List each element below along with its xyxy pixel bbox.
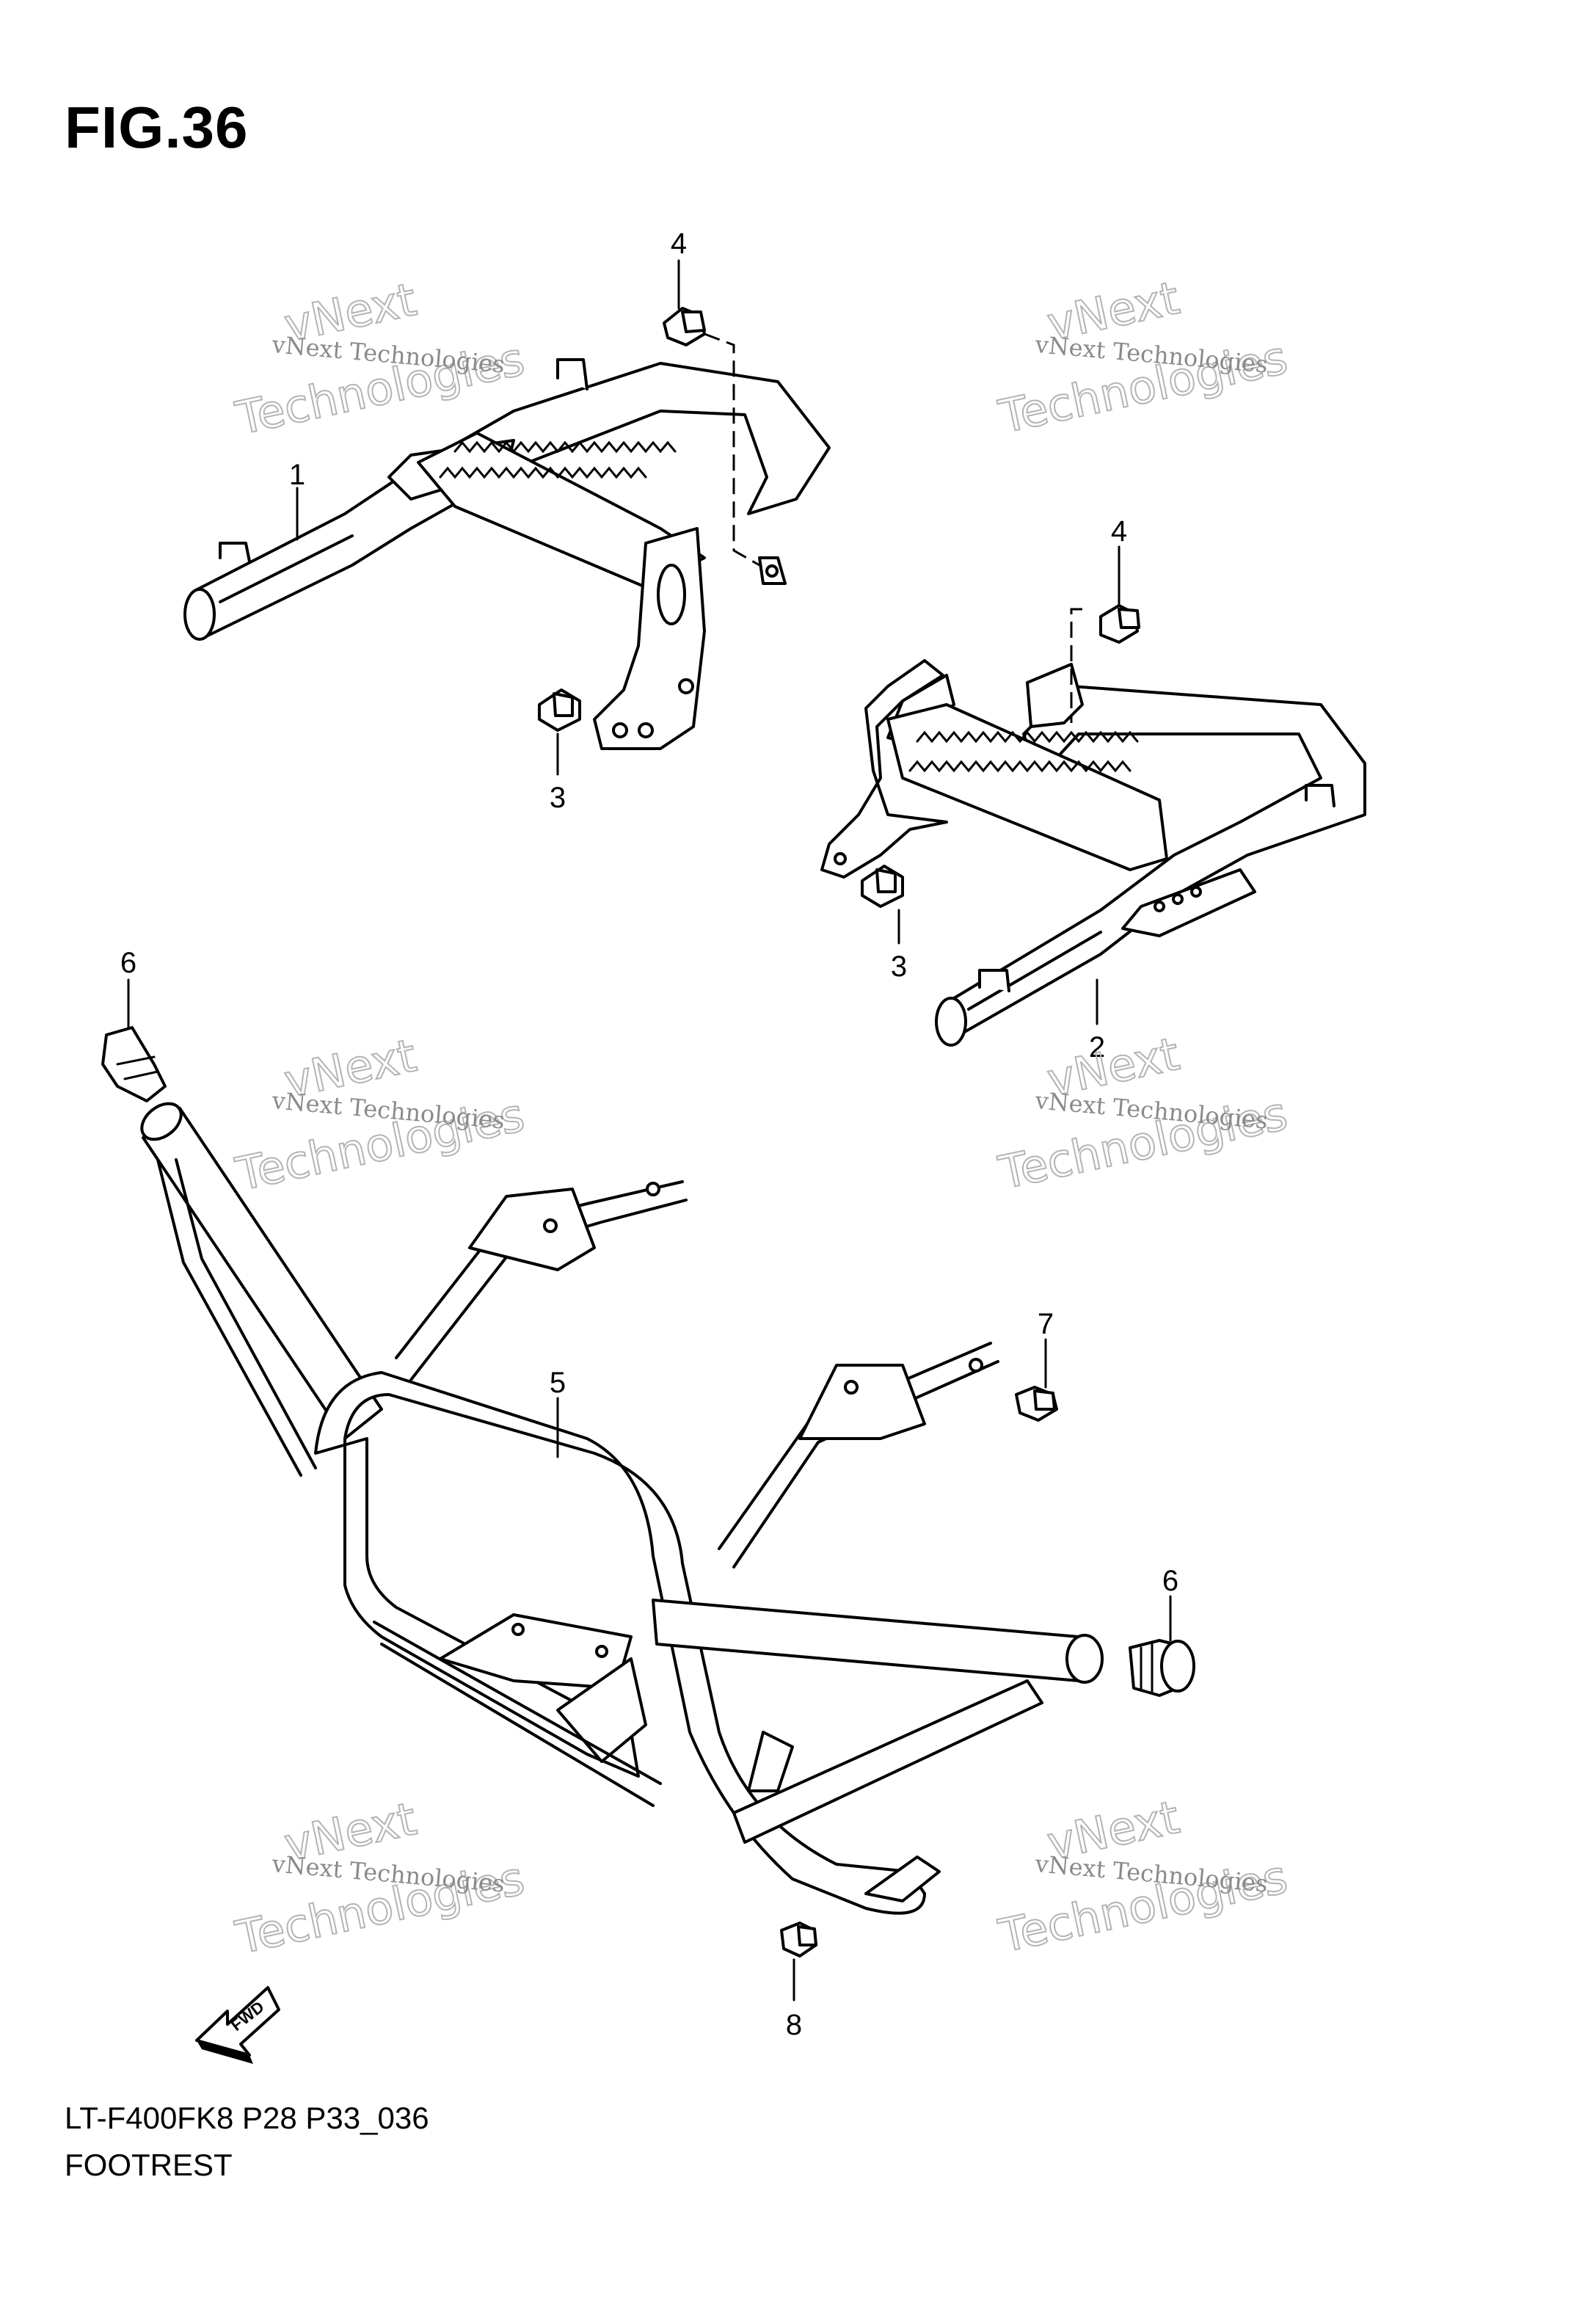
callout-4-right: 4 (1111, 515, 1127, 548)
callout-6-right: 6 (1162, 1565, 1178, 1597)
right-footrest-bracket (820, 659, 1366, 1047)
callout-3-left: 3 (550, 782, 566, 814)
callout-1: 1 (289, 459, 305, 491)
figure-title: FIG.36 (65, 95, 249, 160)
callout-3-right: 3 (891, 950, 907, 983)
figure-name: FOOTREST (65, 2148, 233, 2182)
leader-lines (127, 259, 1172, 2002)
plug-6-left (101, 1026, 167, 1102)
callout-7: 7 (1038, 1308, 1054, 1340)
callout-8: 8 (786, 2009, 802, 2041)
plug-6-right (1129, 1639, 1195, 1697)
bolt-3-right (861, 865, 904, 908)
figure-code: LT-F400FK8 P28 P33_036 (65, 2101, 429, 2135)
bolt-4-right (1099, 604, 1140, 644)
forward-direction-arrow: FWD (195, 1986, 280, 2064)
callout-6-left: 6 (120, 947, 136, 979)
callout-5: 5 (550, 1367, 566, 1399)
left-footrest-bracket (183, 358, 831, 750)
leader-4-right (1070, 608, 1082, 723)
bolt-4-upper (663, 307, 706, 346)
callout-4-upper: 4 (671, 228, 687, 260)
bolt-7 (1015, 1386, 1058, 1422)
leader-4-upper (704, 332, 760, 567)
callout-2: 2 (1089, 1031, 1105, 1064)
bolt-3-left (538, 688, 581, 732)
bolt-8 (780, 1922, 817, 1957)
footrest-frame (140, 1102, 1104, 1915)
